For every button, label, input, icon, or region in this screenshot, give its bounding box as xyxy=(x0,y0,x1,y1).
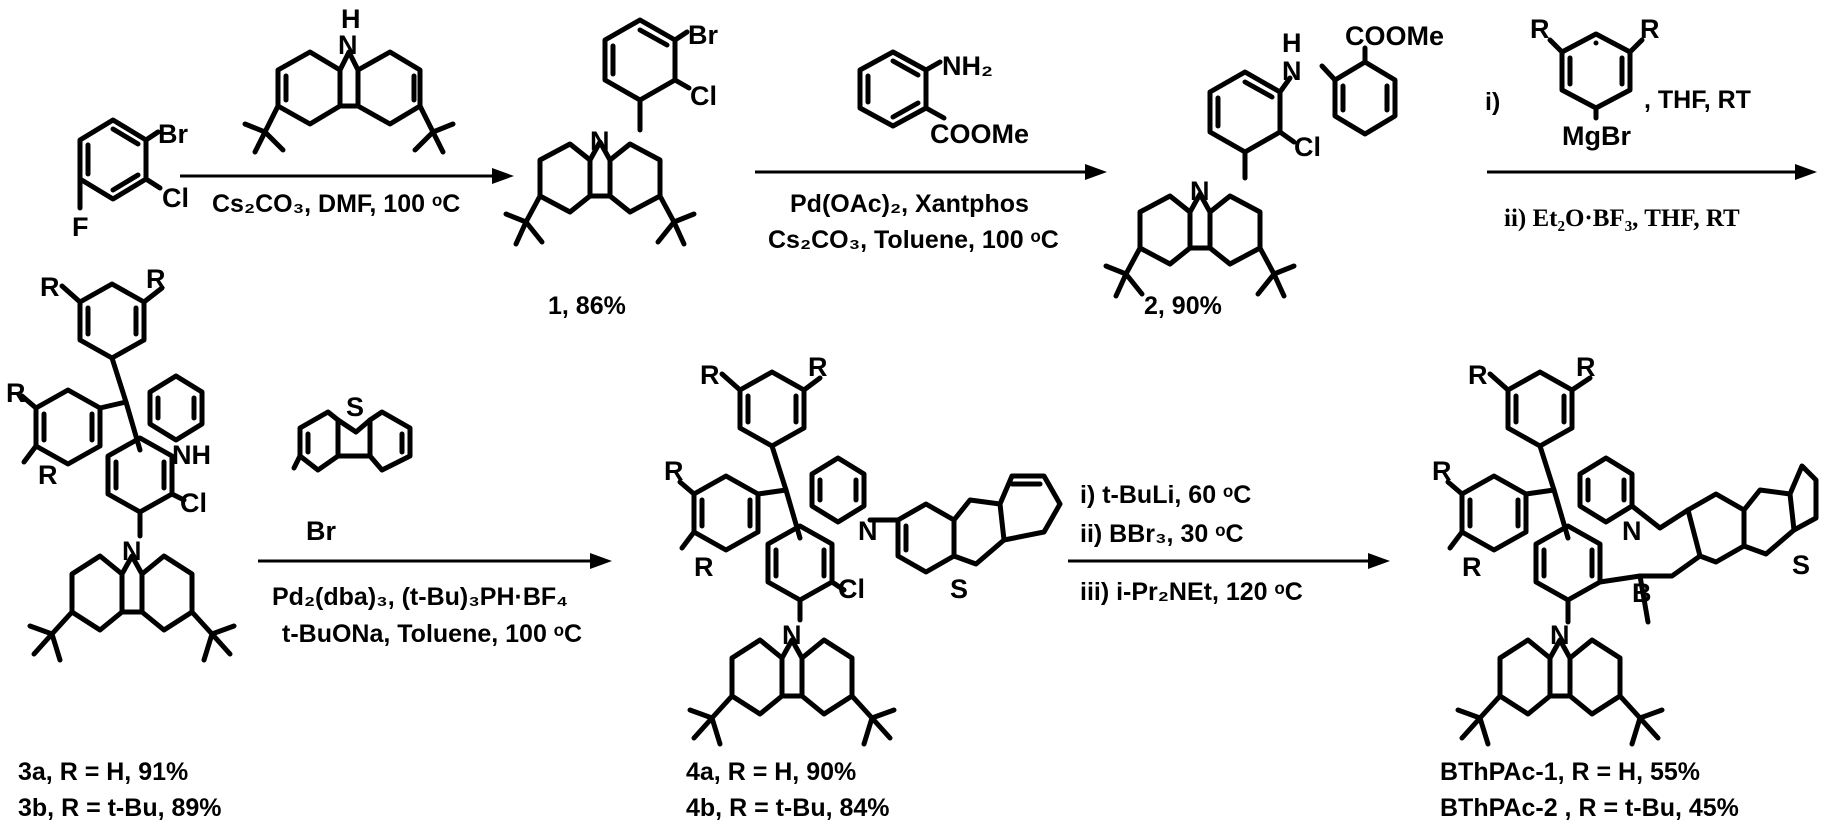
c3-nh: NH xyxy=(172,440,211,470)
c4-n-acridine: N xyxy=(858,516,878,546)
c3-n: N xyxy=(122,536,142,566)
c2-coome: COOMe xyxy=(1345,21,1444,51)
step4-conditions-line2: t-BuONa, Toluene, 100 ᵒC xyxy=(282,620,582,648)
bthpac-structure: R R R R N S B N xyxy=(1432,352,1819,747)
step4-conditions-line1: Pd₂(dba)₃, (t-Bu)₃PH·BF₄ xyxy=(272,583,568,611)
arrowhead-2 xyxy=(1085,164,1107,180)
compound-1-structure: Br Cl N xyxy=(503,17,718,247)
arrowhead-5 xyxy=(1368,553,1390,569)
c5-s: S xyxy=(1792,550,1810,580)
atom-br: Br xyxy=(158,119,188,149)
carbazole-reagent: H N xyxy=(242,4,456,155)
grignard-step-i: i) xyxy=(1485,88,1500,116)
c5-r1: R xyxy=(1576,352,1596,382)
c3-r2: R xyxy=(40,272,60,302)
c3-r4: R xyxy=(38,460,58,490)
start-material-structure: Br Cl F xyxy=(72,117,189,242)
c5-n-acridine: N xyxy=(1622,516,1642,546)
anthranilate-reagent: NH₂ COOMe xyxy=(857,49,1029,149)
c2-cl: Cl xyxy=(1294,132,1321,162)
compound-4-structure: R R R R N S Cl N xyxy=(664,352,1063,747)
grignard-r-right: R xyxy=(1640,14,1660,44)
step5-conditions-line2: ii) BBr₃, 30 ᵒC xyxy=(1080,520,1244,548)
step5-conditions-line3: iii) i-Pr₂NEt, 120 ᵒC xyxy=(1080,578,1303,606)
c5-r2: R xyxy=(1468,360,1488,390)
c1-br: Br xyxy=(688,20,718,50)
c2-h: H xyxy=(1282,28,1302,58)
arrowhead-1 xyxy=(492,168,514,184)
step3-conditions: ii) Et₂O·BF₃, THF, RT xyxy=(1504,205,1740,232)
c3-cl: Cl xyxy=(180,488,207,518)
dibenzothiophene-reagent: S Br xyxy=(291,392,413,546)
c2-n-amine: N xyxy=(1282,56,1302,86)
c5-n-carbazole: N xyxy=(1550,620,1570,650)
dbt-s: S xyxy=(346,392,364,422)
step2-conditions-line2: Cs₂CO₃, Toluene, 100 ᵒC xyxy=(768,226,1059,254)
bthpac-2-label: BThPAc-2 , R = t-Bu, 45% xyxy=(1440,794,1739,822)
c4-r2: R xyxy=(700,360,720,390)
anthranilate-nh2: NH₂ xyxy=(942,51,993,81)
compound-2-structure: H N COOMe Cl N xyxy=(1103,21,1444,299)
arrowhead-4 xyxy=(590,553,612,569)
bthpac-1-label: BThPAc-1, R = H, 55% xyxy=(1440,758,1700,786)
c5-b: B xyxy=(1632,578,1652,608)
c4-r3: R xyxy=(664,456,684,486)
c3-r1: R xyxy=(146,264,166,294)
c4-s: S xyxy=(950,574,968,604)
grignard-reagent: i) R R MgBr , THF, RT xyxy=(1485,14,1751,151)
step2-conditions-line1: Pd(OAc)₂, Xantphos xyxy=(790,190,1029,218)
grignard-r-left: R xyxy=(1530,14,1550,44)
anthranilate-coome: COOMe xyxy=(930,119,1029,149)
c4-r4: R xyxy=(694,552,714,582)
c2-n-carbazole: N xyxy=(1190,176,1210,206)
grignard-conditions: , THF, RT xyxy=(1644,86,1751,114)
c4-cl: Cl xyxy=(838,574,865,604)
c1-n: N xyxy=(590,126,610,156)
compound-2-label: 2, 90% xyxy=(1144,292,1222,320)
step5-conditions-line1: i) t-BuLi, 60 ᵒC xyxy=(1080,481,1251,509)
compound-3a-label: 3a, R = H, 91% xyxy=(18,758,188,786)
arrowhead-3 xyxy=(1795,164,1817,180)
c1-cl: Cl xyxy=(690,81,717,111)
c5-r4: R xyxy=(1462,552,1482,582)
atom-f: F xyxy=(72,212,89,242)
dbt-br: Br xyxy=(306,516,336,546)
step1-conditions: Cs₂CO₃, DMF, 100 ᵒC xyxy=(212,190,460,218)
atom-cl: Cl xyxy=(162,183,189,213)
c4-n-carbazole: N xyxy=(782,620,802,650)
carbazole-h: H xyxy=(341,4,361,34)
c5-r3: R xyxy=(1432,456,1452,486)
carbazole-n: N xyxy=(338,30,358,60)
compound-4a-label: 4a, R = H, 90% xyxy=(686,758,856,786)
grignard-mgbr: MgBr xyxy=(1562,121,1631,151)
c3-r3: R xyxy=(6,378,26,408)
compound-3-structure: R R R R NH Cl N xyxy=(6,264,237,663)
compound-4b-label: 4b, R = t-Bu, 84% xyxy=(686,794,890,822)
c4-r1: R xyxy=(808,352,828,382)
compound-1-label: 1, 86% xyxy=(548,292,626,320)
compound-3b-label: 3b, R = t-Bu, 89% xyxy=(18,794,222,822)
